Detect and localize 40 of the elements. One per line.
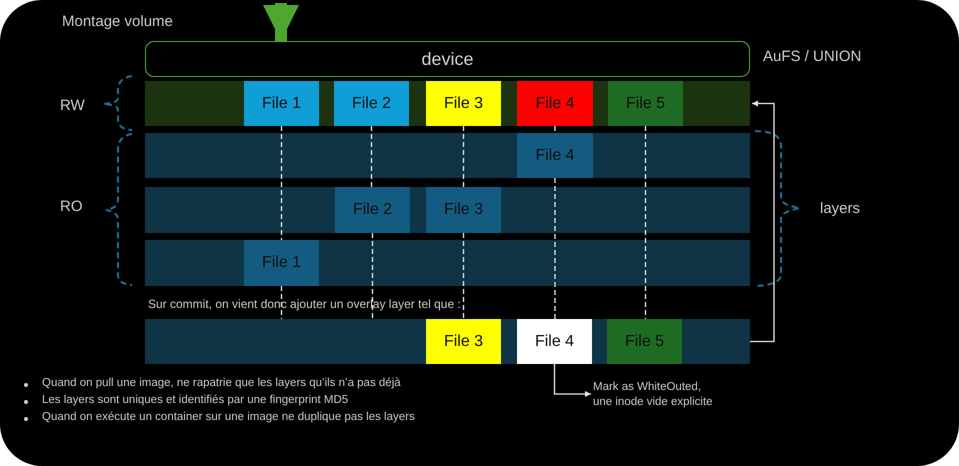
arrow bbox=[263, 3, 299, 41]
section-title: Montage volume bbox=[62, 13, 173, 30]
file-block: File 3 bbox=[426, 81, 501, 126]
dashed-line bbox=[280, 126, 282, 240]
file-block: File 3 bbox=[426, 319, 501, 364]
dashed-line bbox=[372, 233, 374, 319]
file-block: File 5 bbox=[607, 319, 682, 364]
file-block: File 4 bbox=[517, 81, 593, 126]
file-block: File 4 bbox=[517, 319, 592, 364]
dashed-line bbox=[554, 126, 556, 133]
file-block: File 1 bbox=[244, 81, 319, 126]
arrow bbox=[750, 100, 775, 342]
file-block: File 2 bbox=[335, 187, 410, 233]
dashed-line bbox=[554, 178, 556, 319]
dashed-line bbox=[370, 126, 372, 187]
arrow bbox=[554, 364, 591, 397]
layer-bar bbox=[145, 187, 750, 233]
device-box: device bbox=[145, 41, 750, 77]
dashed-line bbox=[280, 286, 282, 319]
bullet-item: Les layers sont uniques et identifiés par une fingerprint MD5 bbox=[42, 394, 348, 406]
file-block: File 4 bbox=[517, 133, 593, 178]
dashed-line bbox=[462, 126, 464, 187]
bullet-item: Quand on exécute un container sur une image ne duplique pas les layers bbox=[42, 411, 415, 423]
layer-bar bbox=[145, 81, 750, 126]
file-block: File 5 bbox=[608, 81, 683, 126]
dashed-line bbox=[644, 126, 646, 319]
layer-bar bbox=[145, 240, 750, 286]
bullet-item: Quand on pull une image, ne rapatrie que les layers qu’ils n’a pas déjà bbox=[42, 377, 401, 389]
file-block: File 1 bbox=[244, 240, 319, 286]
annotation-text: Mark as WhiteOuted, une inode vide explicite bbox=[593, 380, 721, 410]
filesystem-label: AuFS / UNION bbox=[763, 48, 862, 65]
note-text: Sur commit, on vient donc ajouter un overlay layer tel que : bbox=[148, 297, 461, 311]
bracket-label: layers bbox=[820, 200, 860, 217]
layer-group-label: RO bbox=[60, 198, 82, 215]
layer-bar bbox=[145, 319, 750, 364]
layer-bar bbox=[145, 133, 750, 178]
layer-group-label: RW bbox=[60, 97, 85, 114]
file-block: File 3 bbox=[426, 187, 501, 233]
dashed-line bbox=[462, 233, 464, 319]
file-block: File 2 bbox=[334, 81, 409, 126]
